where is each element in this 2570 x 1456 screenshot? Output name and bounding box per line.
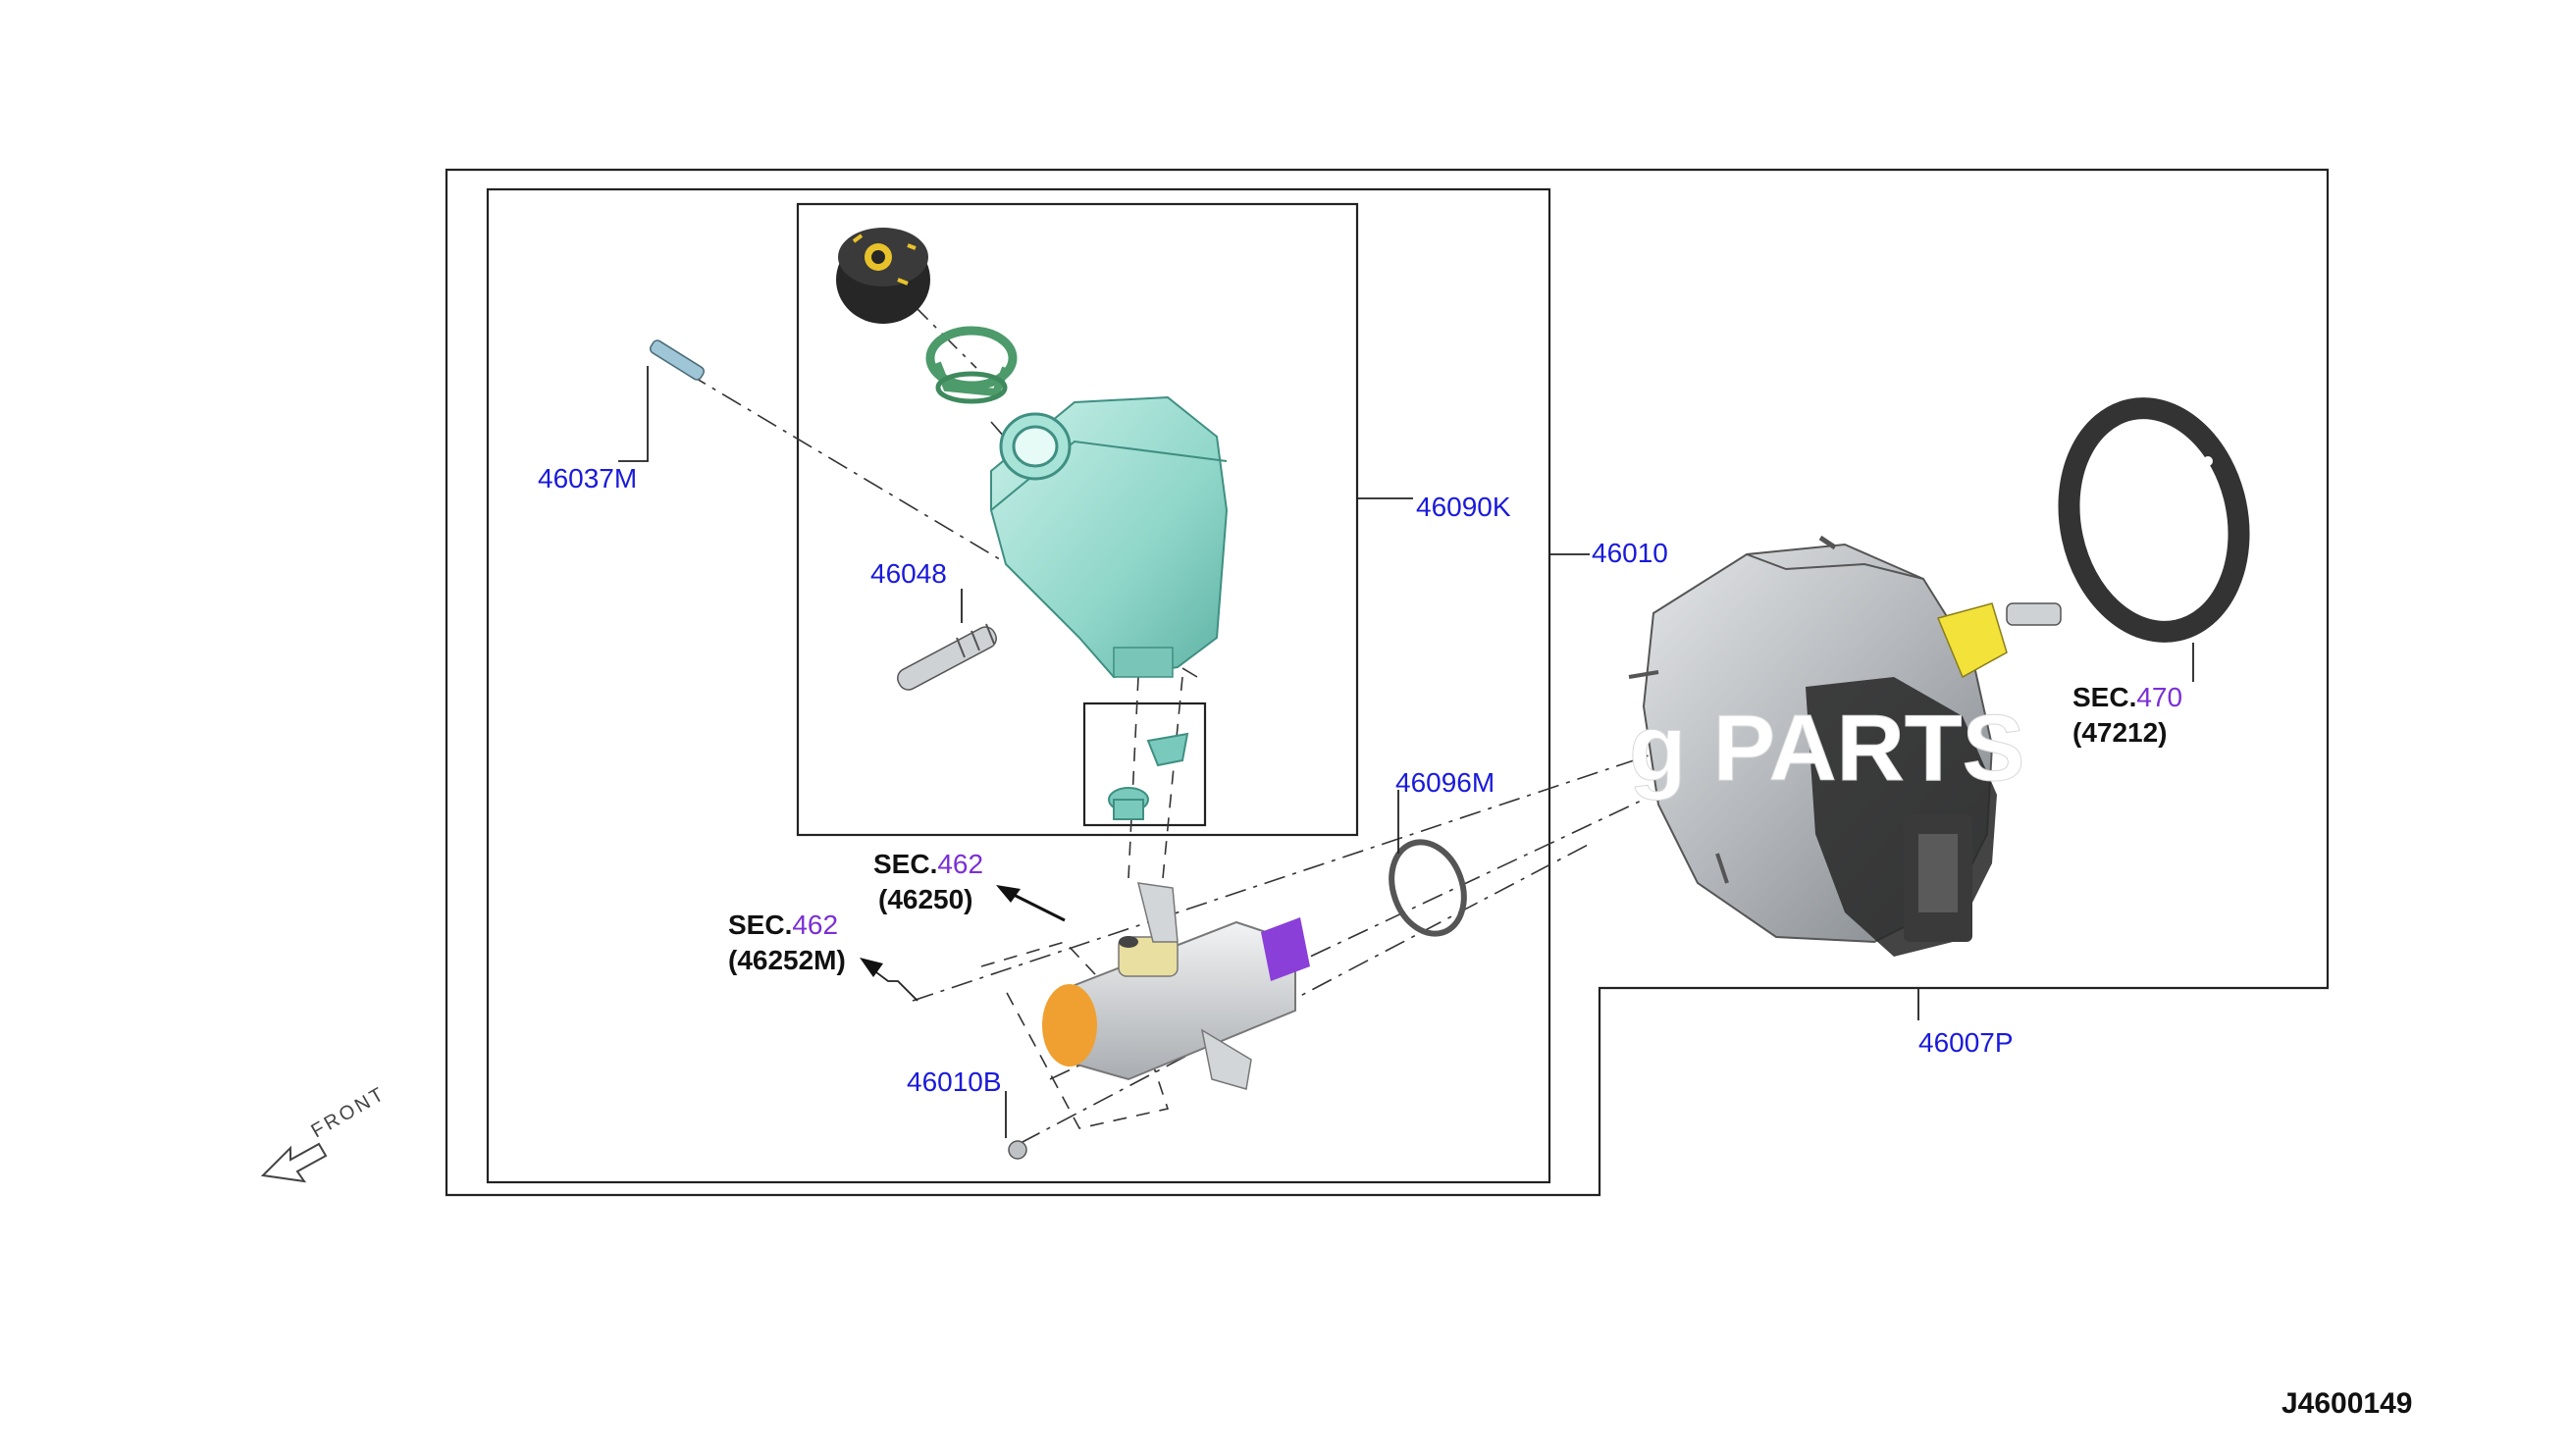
part-label-46090K[interactable]: 46090K xyxy=(1416,492,1511,522)
brake-booster-part xyxy=(1628,535,2062,957)
part-label-46096M[interactable]: 46096M xyxy=(1395,767,1495,798)
sec-ref-462-46252M[interactable]: SEC.462 (46252M) xyxy=(728,910,846,975)
grommet-part xyxy=(1108,732,1189,820)
sec-prefix: SEC. xyxy=(2072,682,2136,712)
leader-grommet-2 xyxy=(1162,676,1183,879)
pin-46037M-part xyxy=(649,339,706,381)
strainer-filter-part xyxy=(925,326,1018,404)
sec-prefix: SEC. xyxy=(873,849,937,879)
svg-text:SEC.462: SEC.462 xyxy=(873,849,983,879)
arrow-to-sec-462-a xyxy=(996,885,1066,922)
grommet-frame xyxy=(1082,702,1207,827)
reservoir-frame xyxy=(796,202,1359,837)
leader-46037M xyxy=(618,366,649,462)
o-ring-part xyxy=(1389,839,1467,937)
svg-text:SEC.470: SEC.470 xyxy=(2072,682,2182,712)
part-label-46010[interactable]: 46010 xyxy=(1592,538,1668,568)
master-cylinder-part xyxy=(1042,882,1310,1090)
sec-sub: (46252M) xyxy=(728,945,846,975)
svg-text:SEC.462: SEC.462 xyxy=(728,910,838,940)
pin-46048-part xyxy=(897,623,997,691)
part-label-46048[interactable]: 46048 xyxy=(870,558,947,589)
sec-ref-462-46250[interactable]: SEC.462 (46250) xyxy=(873,849,983,914)
watermark-text: g PARTS xyxy=(1629,696,2025,801)
sec-number: 462 xyxy=(937,849,983,879)
sec-number: 462 xyxy=(792,910,838,940)
sec-sub: (46250) xyxy=(878,884,973,914)
part-label-46007P[interactable]: 46007P xyxy=(1918,1027,2014,1058)
part-label-46037M[interactable]: 46037M xyxy=(538,463,637,494)
front-label: FRONT xyxy=(308,1082,391,1142)
nut-46010B-part xyxy=(1008,1140,1027,1160)
leader-bolt xyxy=(1020,843,1591,1144)
part-label-46010B[interactable]: 46010B xyxy=(907,1066,1002,1097)
leader-ring xyxy=(912,705,1797,1002)
sec-number: 470 xyxy=(2136,682,2182,712)
arrow-to-sec-462-b xyxy=(860,958,918,1002)
reservoir-tank-part xyxy=(990,395,1229,679)
sec-prefix: SEC. xyxy=(728,910,792,940)
master-cylinder-frame xyxy=(486,187,1551,1184)
leader-grommet-1 xyxy=(1128,676,1139,879)
illustration-code: J4600149 xyxy=(2282,1387,2412,1420)
gasket-part xyxy=(2058,397,2250,643)
reservoir-cap-part xyxy=(836,228,930,324)
front-direction-arrow: FRONT xyxy=(260,1082,391,1183)
outer-assembly-frame xyxy=(445,168,2330,1197)
sec-ref-470-47212[interactable]: SEC.470 (47212) xyxy=(2072,682,2182,748)
sec-sub: (47212) xyxy=(2072,717,2168,748)
